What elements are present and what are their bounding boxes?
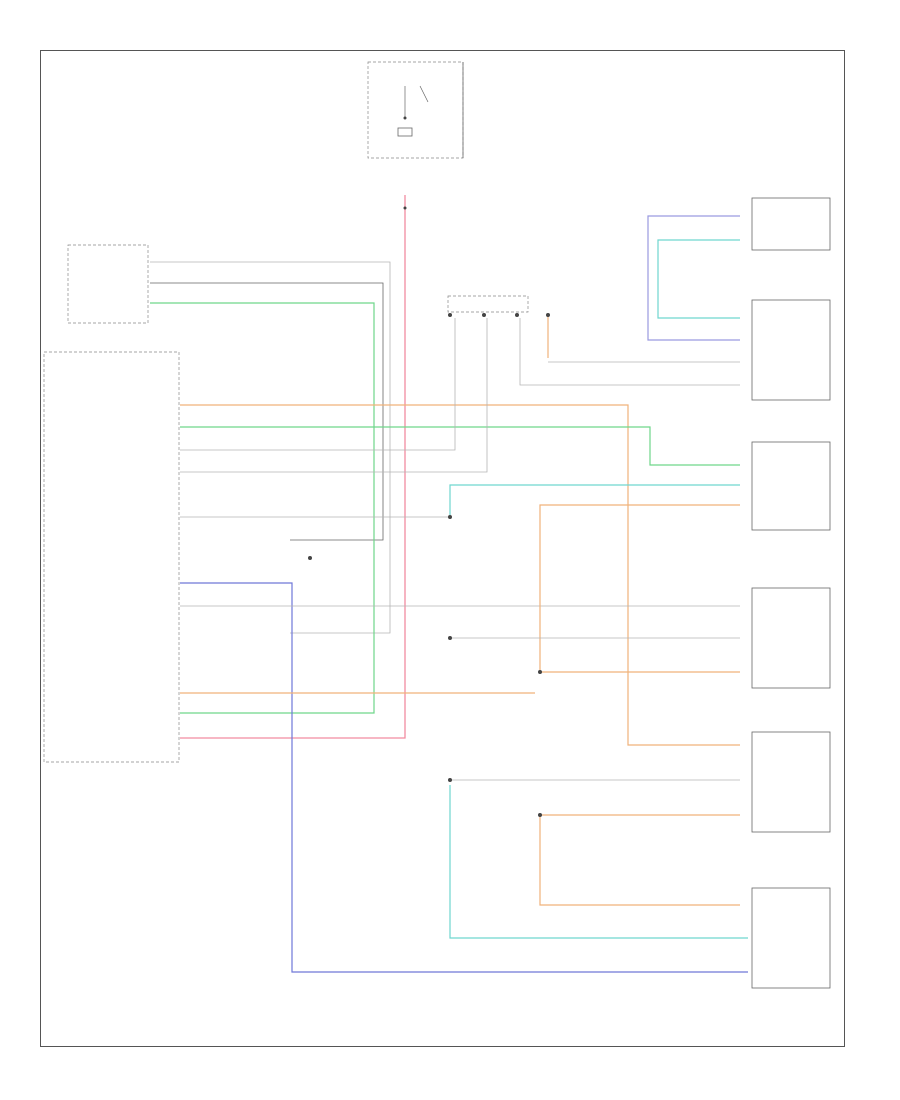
- right-component-2-outline: [751, 587, 831, 689]
- splice-dot: [448, 313, 452, 317]
- wire-red-power: [180, 195, 406, 739]
- wire-cyan-right: [657, 239, 740, 319]
- fuse-terminal-icon: [403, 116, 407, 120]
- splice-dot: [482, 313, 486, 317]
- wire-gray-right-1: [519, 318, 740, 386]
- wire-cyan-mid: [449, 484, 740, 515]
- right-component-1-outline: [751, 441, 831, 531]
- right-component-4-outline: [751, 887, 831, 989]
- wire-orange-right-loop: [539, 504, 740, 673]
- fuse-icon: [397, 127, 413, 137]
- wire-upper-gray-1: [150, 261, 391, 634]
- wire-orange-upper: [180, 404, 740, 746]
- splice-dot: [538, 670, 542, 674]
- right-component-3-outline: [751, 731, 831, 833]
- splice-dot: [448, 636, 452, 640]
- splice-box-outline: [447, 295, 529, 313]
- splice-dot: [515, 313, 519, 317]
- splice-dot: [538, 813, 542, 817]
- wire-cyan-bottom: [449, 785, 748, 939]
- wire-gray-mid-2: [180, 318, 488, 473]
- splice-dot: [308, 556, 312, 560]
- fuse-box: [367, 61, 464, 159]
- lumbar-switch-outline: [751, 197, 831, 251]
- splice-dot: [448, 778, 452, 782]
- module-outline: [43, 351, 180, 763]
- splice-dot: [546, 313, 550, 317]
- wire-upper-dark-1: [150, 282, 384, 541]
- wire-orange-bottom-loop: [539, 814, 740, 906]
- switch-cluster-outline: [751, 299, 831, 401]
- splice-dot: [403, 206, 407, 210]
- wire-green-upper: [180, 426, 740, 466]
- wire-violet-right: [647, 215, 740, 341]
- diagram-frame: [40, 50, 845, 1047]
- fuse-box-outline: [367, 61, 464, 159]
- wire-green-long: [150, 302, 375, 714]
- upper-left-connector-outline: [67, 244, 149, 324]
- wire-blue-long: [180, 582, 748, 973]
- splice-dot: [448, 515, 452, 519]
- wire-gray-mid-1: [180, 318, 456, 451]
